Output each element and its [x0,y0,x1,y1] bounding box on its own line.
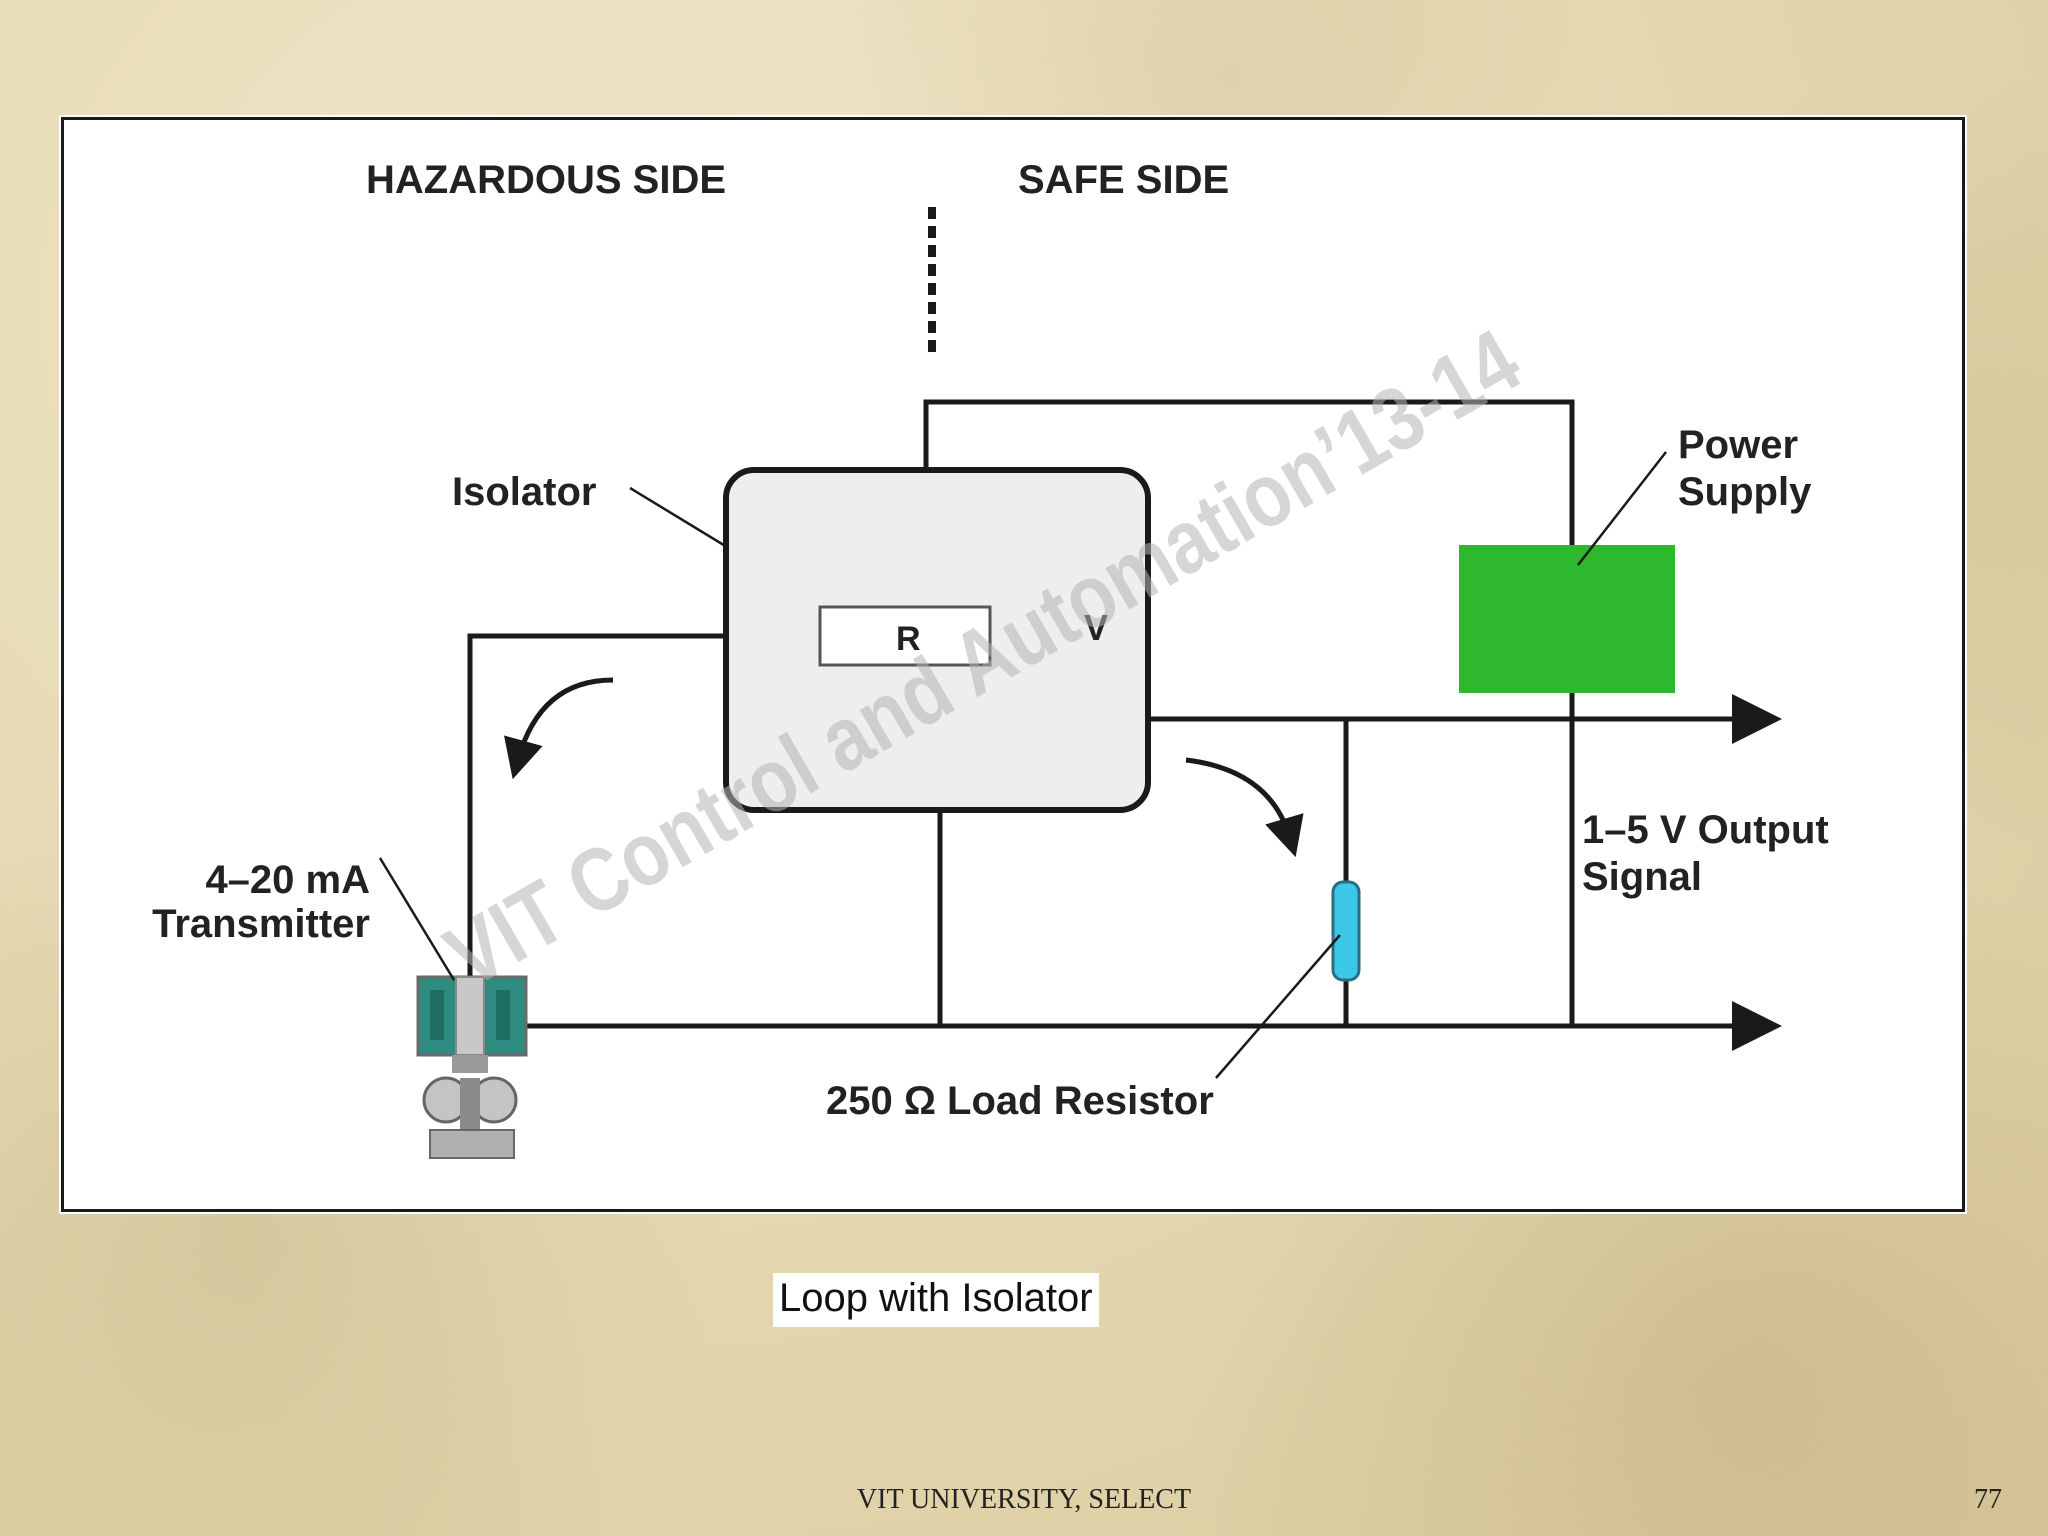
transmitter-label-line1: 4–20 mA [205,858,370,902]
power-supply-label-line2: Supply [1678,470,1812,514]
current-arrow-left [504,677,614,780]
watermark: VIT Control and Automation’13-14 [430,311,1537,1008]
load-resistor-label: 250 Ω Load Resistor [826,1079,1214,1123]
page-number: 77 [1974,1484,2002,1515]
load-resistor [1331,880,1361,982]
power-supply-box [1459,545,1675,693]
power-supply-label-line1: Power [1678,423,1798,467]
resistor-label: R [896,620,921,658]
leader-lines [378,451,1667,1079]
output-signal-label-line2: Signal [1582,855,1702,899]
current-arrow-right [1185,757,1304,858]
output-signal-label-line1: 1–5 V Output [1582,808,1829,852]
transmitter-label-line2: Transmitter [152,902,370,946]
isolator-label: Isolator [452,470,596,514]
figure-caption: Loop with Isolator [773,1273,1099,1327]
transmitter-device [416,975,528,1159]
footer-text: VIT UNIVERSITY, SELECT [856,1484,1192,1515]
safe-side-label: SAFE SIDE [1018,158,1229,202]
hazardous-side-label: HAZARDOUS SIDE [366,158,726,202]
internal-resistor [818,605,992,667]
voltage-label: V [1084,607,1108,648]
